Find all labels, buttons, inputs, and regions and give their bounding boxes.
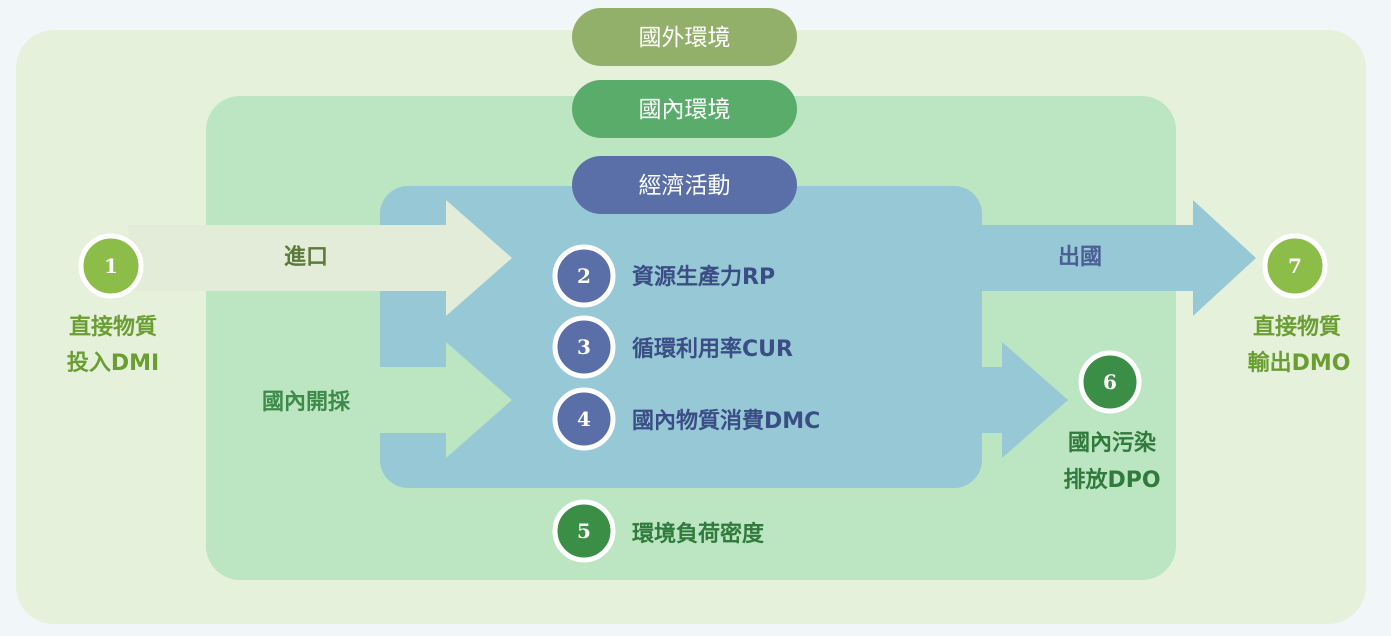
indicator-3-label: 循環利用率CUR [632, 336, 793, 362]
indicator-2-circle [552, 244, 616, 308]
domestic-environment-label: 國內環境 [639, 97, 731, 123]
indicator-7-line2: 輸出DMO [1248, 350, 1351, 376]
indicator-7-line1: 直接物質 [1253, 314, 1341, 340]
indicator-3-number: 3 [577, 335, 591, 359]
economy-area [380, 186, 982, 488]
indicator-5-circle [552, 499, 616, 563]
import-label: 進口 [284, 245, 328, 270]
indicator-1-number: 1 [104, 254, 118, 278]
indicator-6-circle [1078, 350, 1142, 414]
indicator-4-label: 國內物質消費DMC [632, 408, 820, 434]
export-label: 出國 [1058, 245, 1102, 270]
economy-pill [572, 156, 797, 214]
indicator-2-number: 2 [577, 264, 591, 288]
foreign-environment-label: 國外環境 [639, 25, 731, 51]
indicator-4-number: 4 [577, 407, 591, 431]
indicator-7-number: 7 [1288, 254, 1302, 278]
indicator-3-circle [552, 315, 616, 379]
indicator-5-label: 環境負荷密度 [632, 521, 765, 547]
indicator-5-number: 5 [577, 519, 591, 543]
indicator-6-line1: 國內污染 [1068, 430, 1156, 456]
indicator-7-circle [1262, 233, 1328, 299]
indicator-6-line2: 排放DPO [1063, 467, 1160, 493]
pollution-arrow [980, 342, 1068, 458]
indicator-1-line1: 直接物質 [69, 314, 157, 340]
domestic-extraction-arrow [380, 342, 512, 458]
import-arrow [128, 200, 512, 316]
indicator-2-label: 資源生產力RP [632, 264, 775, 290]
indicator-1-circle [78, 233, 144, 299]
export-arrow [980, 200, 1256, 316]
indicator-6-number: 6 [1103, 370, 1117, 394]
foreign-environment-pill [572, 8, 797, 66]
economy-label: 經濟活動 [639, 173, 731, 199]
domestic-environment-pill [572, 80, 797, 138]
domestic-extraction-label: 國內開採 [262, 390, 351, 415]
indicator-4-circle [552, 387, 616, 451]
indicator-1-line2: 投入DMI [67, 351, 159, 376]
